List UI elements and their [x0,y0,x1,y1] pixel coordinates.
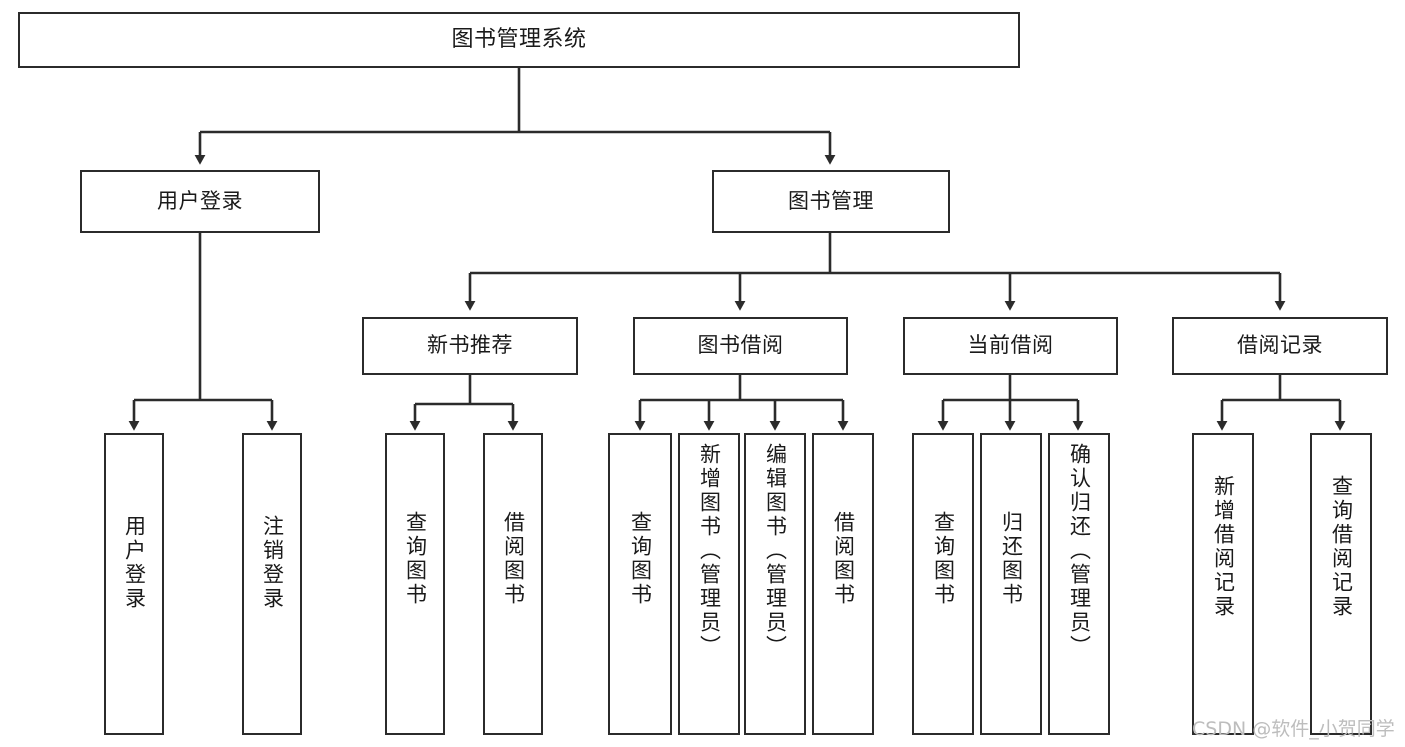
node-new-book-recommendation[interactable]: 新书推荐 [362,317,578,375]
leaf-book-borrow-borrow-book[interactable]: 借阅图书 [812,433,874,735]
node-label: 查询借阅记录 [1329,475,1354,619]
node-book-borrowing[interactable]: 图书借阅 [633,317,848,375]
node-label: 借阅图书 [501,511,526,607]
watermark-text: CSDN @软件_小贺同学 [1192,718,1395,740]
node-label: 查询图书 [628,511,653,607]
node-label: 查询图书 [403,511,428,607]
node-borrowing-record[interactable]: 借阅记录 [1172,317,1388,375]
node-label: 新增图书（管理员） [697,443,722,659]
node-root-book-management-system[interactable]: 图书管理系统 [18,12,1020,68]
node-label: 借阅图书 [831,511,856,607]
leaf-user-login-login[interactable]: 用户登录 [104,433,164,735]
node-label: 新书推荐 [427,333,513,358]
leaf-book-borrow-query-book[interactable]: 查询图书 [608,433,672,735]
leaf-new-book-query-book[interactable]: 查询图书 [385,433,445,735]
leaf-book-borrow-edit-book-admin[interactable]: 编辑图书（管理员） [744,433,806,735]
node-label: 归还图书 [999,511,1024,607]
node-label: 注销登录 [260,515,285,611]
node-label: 确认归还（管理员） [1067,443,1092,659]
leaf-book-borrow-add-book-admin[interactable]: 新增图书（管理员） [678,433,740,735]
node-label: 当前借阅 [967,333,1054,358]
node-label: 编辑图书（管理员） [763,443,788,659]
leaf-borrow-record-query-record[interactable]: 查询借阅记录 [1310,433,1372,735]
leaf-current-borrow-confirm-return-admin[interactable]: 确认归还（管理员） [1048,433,1110,735]
node-book-management[interactable]: 图书管理 [712,170,950,233]
node-label: 图书借阅 [697,333,784,358]
leaf-new-book-borrow-book[interactable]: 借阅图书 [483,433,543,735]
node-label: 借阅记录 [1237,333,1323,358]
node-label: 用户登录 [157,188,243,213]
node-label: 新增借阅记录 [1211,475,1236,619]
leaf-user-login-logout[interactable]: 注销登录 [242,433,302,735]
node-current-borrowing[interactable]: 当前借阅 [903,317,1118,375]
node-label: 查询图书 [931,511,956,607]
node-user-login[interactable]: 用户登录 [80,170,320,233]
leaf-current-borrow-return-book[interactable]: 归还图书 [980,433,1042,735]
node-label: 图书管理系统 [451,26,587,52]
node-label: 用户登录 [122,515,147,611]
leaf-borrow-record-add-record[interactable]: 新增借阅记录 [1192,433,1254,735]
leaf-current-borrow-query-book[interactable]: 查询图书 [912,433,974,735]
node-label: 图书管理 [788,188,874,213]
